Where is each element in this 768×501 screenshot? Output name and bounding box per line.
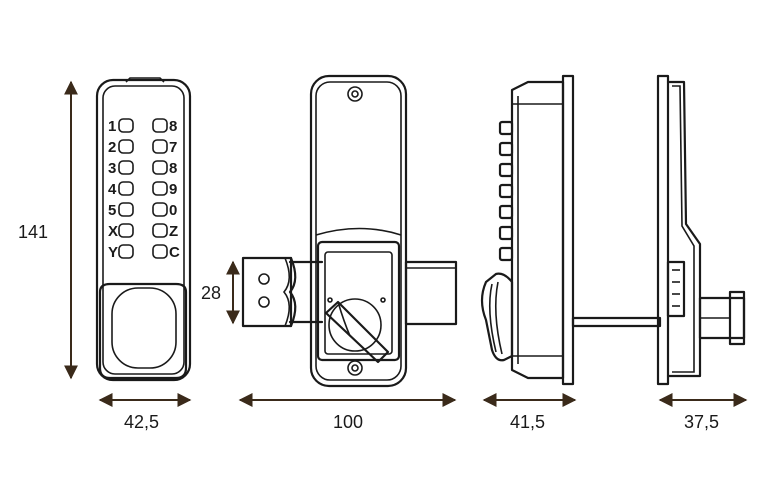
keypad-label-right: Z (169, 223, 178, 240)
dimension-height-label: 141 (18, 222, 48, 242)
keypad-button (118, 244, 134, 259)
keypad-button (118, 160, 134, 175)
dimension-height: 141 (18, 80, 78, 380)
dimension-back-width: 100 (238, 393, 457, 432)
keypad-button (118, 202, 134, 217)
keypad-button (118, 223, 134, 238)
side-key-button (498, 246, 514, 262)
keypad-button (152, 244, 168, 259)
front-view: 1 8 2 7 3 8 4 9 5 0X Z Y C (95, 77, 192, 382)
keypad-button (152, 202, 168, 217)
dimension-side-depth: 41,5 (482, 393, 577, 432)
keypad-button (118, 139, 134, 154)
dimension-back-width-label: 100 (333, 412, 363, 432)
keypad-button (152, 181, 168, 196)
side-key-button (498, 141, 514, 157)
keypad-button (152, 118, 168, 133)
keypad-label-right: 9 (169, 181, 177, 198)
dimension-front-width: 42,5 (98, 393, 192, 432)
keypad-label-left: 2 (108, 139, 116, 156)
dimension-front-width-label: 42,5 (124, 412, 159, 432)
keypad-button (118, 181, 134, 196)
keypad-label-left: 4 (108, 181, 117, 198)
inner-view (656, 74, 746, 386)
dimension-latch-height: 28 (201, 260, 240, 325)
side-key-button (498, 162, 514, 178)
side-key-button (498, 120, 514, 136)
keypad-button (152, 139, 168, 154)
keypad-button (152, 223, 168, 238)
dimension-inner-depth: 37,5 (658, 393, 748, 432)
keypad-button (118, 118, 134, 133)
side-key-button (498, 225, 514, 241)
side-keys (498, 120, 514, 262)
keypad-label-left: Y (108, 244, 118, 261)
dimension-inner-depth-label: 37,5 (684, 412, 719, 432)
keypad-label-right: 8 (169, 160, 177, 177)
side-view (480, 74, 662, 386)
keypad-label-left: X (108, 223, 118, 240)
keypad-label-left: 1 (108, 118, 116, 135)
back-view (241, 74, 458, 388)
keypad-button (152, 160, 168, 175)
keypad-label-right: 0 (169, 202, 177, 219)
dimension-latch-height-label: 28 (201, 283, 221, 303)
keypad-label-right: C (169, 244, 180, 261)
keypad-label-left: 5 (108, 202, 116, 219)
side-key-button (498, 204, 514, 220)
keypad-label-right: 8 (169, 118, 177, 135)
dimension-side-depth-label: 41,5 (510, 412, 545, 432)
side-key-button (498, 183, 514, 199)
keypad-label-right: 7 (169, 139, 177, 156)
keypad: 1 8 2 7 3 8 4 9 5 0X Z Y C (108, 118, 180, 261)
keypad-label-left: 3 (108, 160, 116, 177)
